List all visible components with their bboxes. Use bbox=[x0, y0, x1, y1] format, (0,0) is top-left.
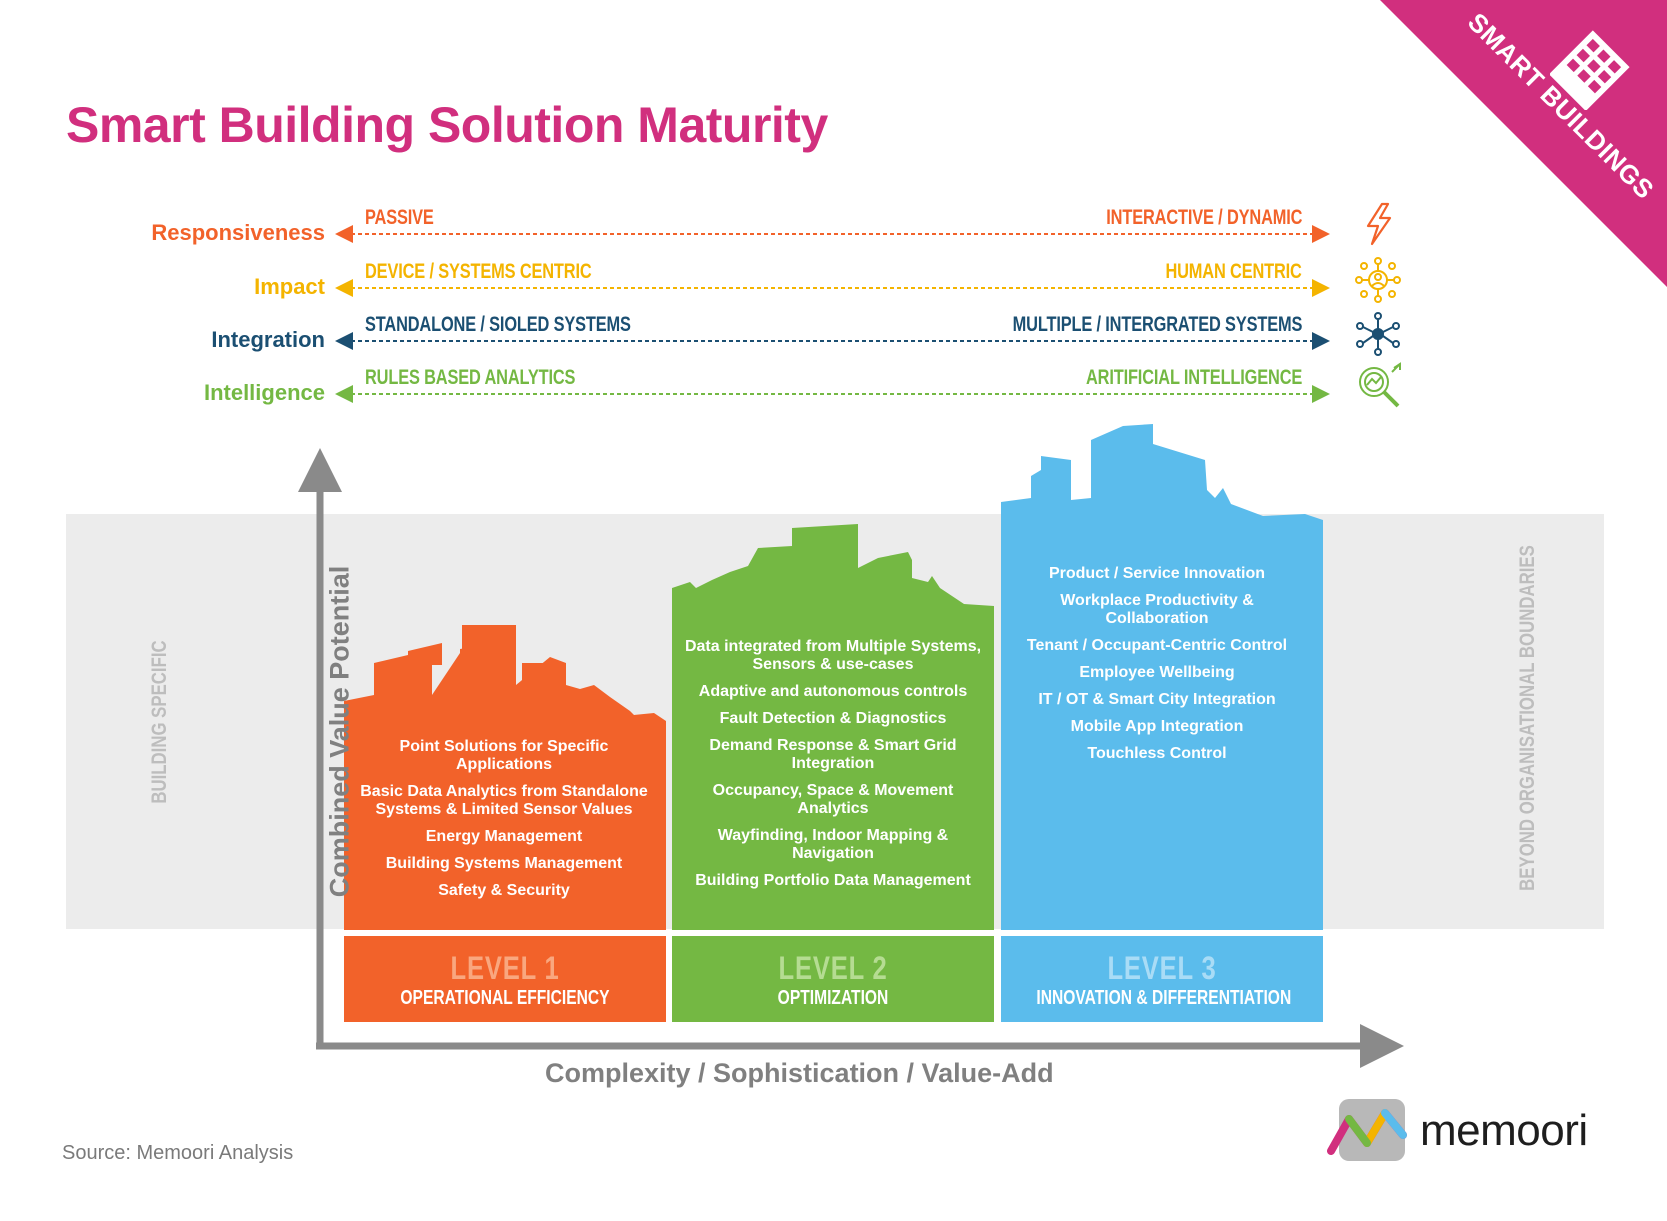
impact-left-end: DEVICE / SYSTEMS CENTRIC bbox=[365, 260, 592, 283]
level-1-item: Point Solutions for Specific Application… bbox=[399, 738, 609, 773]
level-1-skyline bbox=[344, 625, 666, 930]
memoori-logo-icon bbox=[1327, 1099, 1407, 1161]
responsiveness-arrow bbox=[335, 225, 1330, 243]
level-1-item: Safety & Security bbox=[438, 882, 570, 899]
level-2-number: LEVEL 2 bbox=[778, 950, 888, 986]
level-2-item: Occupancy, Space & Movement Analytics bbox=[712, 782, 954, 817]
level-2-item: Building Portfolio Data Management bbox=[695, 872, 971, 889]
network-hub-icon bbox=[1356, 312, 1400, 356]
level-2-item: Adaptive and autonomous controls bbox=[698, 683, 968, 700]
integration-left-end: STANDALONE / SIOLED SYSTEMS bbox=[365, 313, 631, 336]
dimension-label-impact: Impact bbox=[254, 274, 325, 299]
level-1-items: Point Solutions for Specific Application… bbox=[354, 738, 654, 909]
dimension-label-responsiveness: Responsiveness bbox=[151, 220, 325, 245]
level-1-name: OPERATIONAL EFFICIENCY bbox=[400, 987, 610, 1009]
people-network-icon bbox=[1355, 257, 1401, 303]
brand-name: memoori bbox=[1420, 1106, 1588, 1155]
level-3-number: LEVEL 3 bbox=[1107, 950, 1217, 986]
dimension-label-integration: Integration bbox=[211, 327, 325, 352]
level-1-box: LEVEL 1 OPERATIONAL EFFICIENCY bbox=[344, 936, 666, 1022]
lightning-icon bbox=[1366, 202, 1392, 246]
responsiveness-right-end: INTERACTIVE / DYNAMIC bbox=[1105, 206, 1302, 229]
level-1-item: Basic Data Analytics from Standalone Sys… bbox=[360, 783, 648, 818]
building-icon bbox=[1550, 30, 1630, 110]
level-3-item: Product / Service Innovation bbox=[1048, 565, 1266, 582]
level-2-item: Wayfinding, Indoor Mapping & Navigation bbox=[717, 827, 949, 862]
impact-arrow bbox=[335, 279, 1330, 297]
level-2-skyline bbox=[672, 524, 994, 930]
level-1-number: LEVEL 1 bbox=[450, 950, 560, 986]
level-3-item: Employee Wellbeing bbox=[1079, 664, 1235, 681]
level-3-item: Mobile App Integration bbox=[1070, 718, 1244, 735]
source-note: Source: Memoori Analysis bbox=[62, 1142, 294, 1164]
level-2-item: Data integrated from Multiple Systems, S… bbox=[684, 638, 982, 673]
page-title: Smart Building Solution Maturity bbox=[66, 97, 828, 153]
integration-right-end: MULTIPLE / INTERGRATED SYSTEMS bbox=[1012, 313, 1302, 336]
level-3-skyline bbox=[1001, 424, 1323, 930]
intelligence-left-end: RULES BASED ANALYTICS bbox=[365, 366, 576, 389]
level-3-item: IT / OT & Smart City Integration bbox=[1038, 691, 1276, 708]
level-2-item: Fault Detection & Diagnostics bbox=[719, 710, 947, 727]
analytics-search-icon bbox=[1359, 362, 1401, 408]
intelligence-arrow bbox=[335, 385, 1330, 403]
level-2-box: LEVEL 2 OPTIMIZATION bbox=[672, 936, 994, 1022]
level-3-name: INNOVATION & DIFFERENTIATION bbox=[1036, 987, 1292, 1009]
level-3-item: Tenant / Occupant-Centric Control bbox=[1026, 637, 1288, 654]
x-axis-label: Complexity / Sophistication / Value-Add bbox=[545, 1058, 1054, 1088]
level-2-items: Data integrated from Multiple Systems, S… bbox=[682, 638, 984, 899]
level-1-item: Energy Management bbox=[425, 828, 583, 845]
level-1-item: Building Systems Management bbox=[385, 855, 623, 872]
dimension-label-intelligence: Intelligence bbox=[203, 380, 325, 405]
side-label-beyond-boundaries: BEYOND ORGANISATIONAL BOUNDARIES bbox=[1516, 545, 1540, 891]
level-3-item: Workplace Productivity & Collaboration bbox=[1060, 592, 1254, 627]
responsiveness-left-end: PASSIVE bbox=[365, 206, 434, 229]
level-3-box: LEVEL 3 INNOVATION & DIFFERENTIATION bbox=[1001, 936, 1323, 1022]
level-3-item: Touchless Control bbox=[1087, 745, 1227, 762]
level-3-items: Product / Service Innovation Workplace P… bbox=[1016, 565, 1298, 772]
integration-arrow bbox=[335, 332, 1330, 350]
level-2-item: Demand Response & Smart Grid Integration bbox=[709, 737, 957, 772]
side-label-building-specific: BUILDING SPECIFIC bbox=[148, 640, 172, 804]
y-axis-label: Combined Value Potential bbox=[324, 565, 355, 898]
intelligence-right-end: ARITIFICIAL INTELLIGENCE bbox=[1085, 366, 1302, 389]
impact-right-end: HUMAN CENTRIC bbox=[1165, 260, 1302, 283]
level-2-name: OPTIMIZATION bbox=[777, 987, 889, 1009]
axes bbox=[298, 448, 1404, 1068]
